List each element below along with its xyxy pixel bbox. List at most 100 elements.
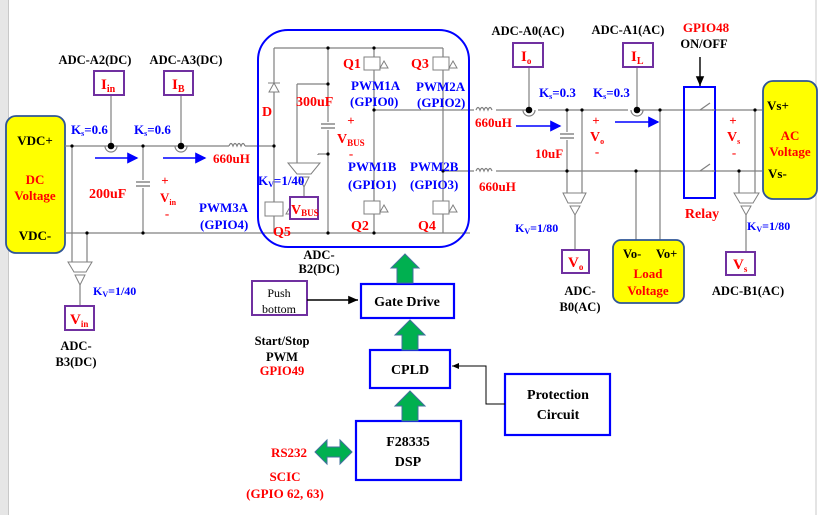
cpld-block: CPLD	[368, 348, 452, 390]
vo-voltage-mark: + Vo -	[590, 113, 604, 159]
inductor-out-top: 660uH	[475, 106, 512, 130]
svg-text:+: +	[347, 113, 354, 128]
vin-sub: in	[81, 319, 89, 329]
ib-gain: =0.6	[147, 122, 171, 137]
iin-gain: =0.6	[84, 122, 108, 137]
dsp-to-cpld-arrow	[393, 390, 427, 422]
svg-text:KV=1/40: KV=1/40	[93, 284, 136, 299]
vo-symbol: V	[568, 255, 579, 271]
out-inductor-bottom-value: 660uH	[479, 179, 516, 194]
dsp-box	[354, 419, 463, 482]
capacitor-output: 10uF	[535, 133, 574, 161]
load-title-1: Load	[634, 266, 664, 281]
protection-block: Protection Circuit	[503, 372, 612, 437]
q5-pwm-label: PWM3A	[199, 200, 249, 215]
adc-b3-line1: ADC-	[60, 339, 91, 353]
q3-label: Q3	[411, 57, 429, 72]
svg-text:VBUS: VBUS	[291, 203, 319, 218]
iin-symbol: I	[101, 77, 107, 93]
vbus-voltage-mark: + VBUS -	[337, 113, 365, 161]
q3-gpio-label: (GPIO2)	[417, 95, 465, 110]
current-sensor-il: IL ADC-A1(AC) Ks=0.3	[592, 23, 664, 117]
junction-dots	[70, 46, 757, 235]
relay-box	[683, 86, 716, 199]
svg-text:Ks=0.6: Ks=0.6	[71, 122, 108, 138]
dc-source-box	[5, 115, 66, 254]
dc-title-2: Voltage	[14, 188, 56, 203]
ib-symbol: I	[172, 77, 178, 93]
vs-voltage-mark: + Vs -	[727, 113, 740, 160]
relay: Relay GPIO48 ON/OFF	[680, 20, 729, 222]
vin-symbol: V	[70, 312, 81, 328]
current-sensor-ib: IB ADC-A3(DC) Ks=0.6	[134, 53, 223, 153]
il-sub: L	[637, 56, 644, 67]
ac-title-2: Voltage	[769, 144, 811, 159]
adc-b1-label: ADC-B1(AC)	[712, 284, 784, 298]
svg-text:KV=1/80: KV=1/80	[515, 221, 558, 236]
start-stop-gpio: GPIO49	[260, 364, 304, 378]
q4-label: Q4	[418, 219, 436, 234]
relay-onoff-label: ON/OFF	[680, 37, 728, 51]
out-inductor-top-value: 660uH	[475, 115, 512, 130]
svg-text:Iin: Iin	[101, 77, 116, 95]
svg-text:-: -	[165, 206, 169, 221]
svg-text:KV=1/40: KV=1/40	[258, 173, 304, 189]
iin-sensor-box	[93, 70, 125, 96]
vs-plus-label: Vs+	[767, 98, 789, 113]
boost-inductor-value: 660uH	[213, 151, 250, 166]
scic-label: SCIC	[269, 469, 300, 484]
ib-sensor-box	[163, 70, 194, 96]
vs-symbol: V	[733, 257, 744, 273]
svg-text:Vin: Vin	[70, 312, 88, 329]
vo-plus-label: Vo+	[656, 247, 677, 261]
svg-text:Ks=0.3: Ks=0.3	[539, 85, 576, 101]
vin-sensor-box	[64, 305, 95, 331]
current-sensor-io: Io ADC-A0(AC) Ks=0.3	[492, 24, 576, 117]
inductor-boost: 660uH	[213, 142, 250, 166]
gate-drive-box	[359, 282, 456, 320]
adc-b2-line1: ADC-	[303, 248, 334, 262]
protection-line1: Protection	[527, 388, 589, 403]
vs-sensor: Vs KV=1/80 ADC-B1(AC)	[712, 192, 790, 298]
load-title-2: Voltage	[627, 283, 669, 298]
diode-label: D	[262, 105, 272, 120]
io-sensor-box	[512, 42, 544, 68]
il-symbol: I	[631, 49, 637, 65]
protection-box	[503, 372, 612, 437]
push-button-line1: Push	[267, 286, 290, 300]
svg-text:-: -	[349, 146, 353, 161]
vbus-sub: BUS	[301, 208, 319, 218]
svg-text:-: -	[595, 144, 599, 159]
ac-source-box	[762, 80, 818, 200]
svg-text:Vin: Vin	[160, 190, 177, 207]
iin-sub: in	[107, 84, 116, 95]
vbus-sensor: VBUS KV=1/40 ADC- B2(DC)	[258, 162, 339, 276]
gate-drive-label: Gate Drive	[374, 295, 440, 310]
cpld-label: CPLD	[391, 363, 429, 378]
svg-text:+: +	[161, 173, 168, 188]
relay-label: Relay	[685, 207, 719, 222]
vin-gain: =1/40	[108, 284, 136, 298]
dc-title-1: DC	[26, 172, 45, 187]
q4-pwm-label: PWM2B	[410, 159, 459, 174]
vo-sensor-box	[561, 249, 590, 274]
vin-sensor: Vin KV=1/40 ADC- B3(DC)	[56, 261, 136, 369]
push-button-box[interactable]	[251, 280, 308, 316]
svg-text:Vo: Vo	[568, 255, 584, 272]
vo-gain: =1/80	[530, 221, 558, 235]
adc-b3-line2: B3(DC)	[56, 355, 97, 369]
adc-a3-label: ADC-A3(DC)	[150, 53, 223, 67]
ib-sub: B	[178, 84, 185, 95]
svg-text:VBUS: VBUS	[337, 132, 365, 148]
vdc-minus-label: VDC-	[19, 228, 52, 243]
q1-pwm-label: PWM1A	[351, 78, 401, 93]
il-gain: =0.3	[606, 85, 630, 100]
vbus-gain: =1/40	[274, 173, 305, 188]
q5-gpio-label: (GPIO4)	[200, 217, 248, 232]
q5-label: Q5	[273, 225, 291, 240]
current-sensor-iin: Iin ADC-A2(DC) Ks=0.6	[59, 53, 131, 153]
push-button[interactable]: Push bottom	[251, 280, 308, 316]
serial-bidirectional-arrow	[314, 438, 353, 466]
vbus-symbol: V	[291, 203, 301, 218]
vbus-sensor-box	[289, 196, 319, 220]
